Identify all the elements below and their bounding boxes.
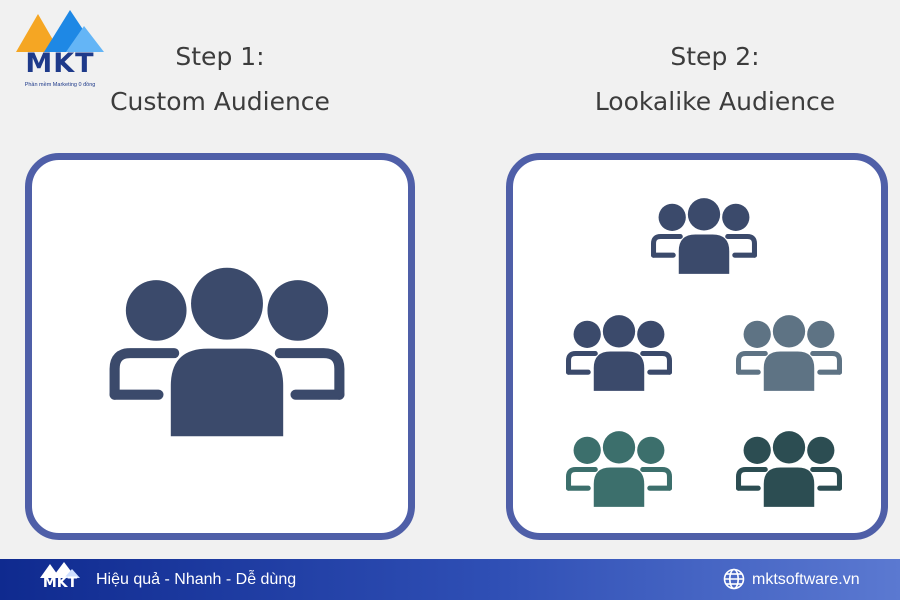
step1-title: Step 1: Custom Audience	[70, 44, 370, 114]
people-group-icon	[566, 431, 672, 507]
globe-icon	[723, 568, 745, 590]
logo-mountains-icon	[16, 10, 104, 52]
footer-logo: MKT	[38, 561, 82, 599]
website-link[interactable]: mktsoftware.vn	[752, 571, 860, 588]
people-group-icon	[651, 198, 757, 274]
footer-bar: MKT Hiệu quả - Nhanh - Dễ dùng mktsoftwa…	[0, 559, 900, 600]
people-group-icon	[736, 431, 842, 507]
footer-slogan: Hiệu quả - Nhanh - Dễ dùng	[96, 571, 297, 588]
step2-heading: Step 2:	[670, 42, 760, 71]
custom-audience-panel	[25, 153, 415, 540]
step1-heading: Step 1:	[175, 42, 265, 71]
logo-mountains-icon	[40, 562, 80, 578]
lookalike-audience-panel	[506, 153, 888, 540]
step2-title: Step 2: Lookalike Audience	[540, 44, 890, 114]
logo-text: MKT	[25, 48, 95, 79]
logo-tagline: Phần mềm Marketing 0 đồng	[24, 82, 96, 88]
people-group-icon	[736, 315, 842, 391]
brand-logo: MKT Phần mềm Marketing 0 đồng	[14, 6, 106, 90]
step2-subtitle: Lookalike Audience	[594, 87, 836, 116]
people-group-icon	[109, 267, 345, 437]
footer-logo-text: MKT	[42, 575, 78, 591]
step1-subtitle: Custom Audience	[110, 87, 330, 116]
people-group-icon	[566, 315, 672, 391]
